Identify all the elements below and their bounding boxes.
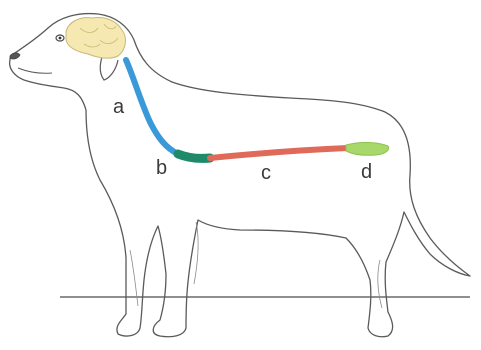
label-b: b xyxy=(156,158,167,178)
label-d: d xyxy=(361,162,372,182)
label-c: c xyxy=(261,163,271,183)
nose xyxy=(10,53,20,59)
eye-pupil xyxy=(59,37,62,40)
mouth-line xyxy=(18,68,52,73)
brain xyxy=(66,18,125,59)
fur-detail xyxy=(378,260,382,308)
dog-outline xyxy=(10,14,470,337)
segment-a-blue xyxy=(126,60,178,154)
label-a: a xyxy=(113,97,124,117)
segment-d-green xyxy=(346,142,389,155)
segment-c-red xyxy=(210,148,348,158)
segment-b-teal xyxy=(178,154,210,158)
